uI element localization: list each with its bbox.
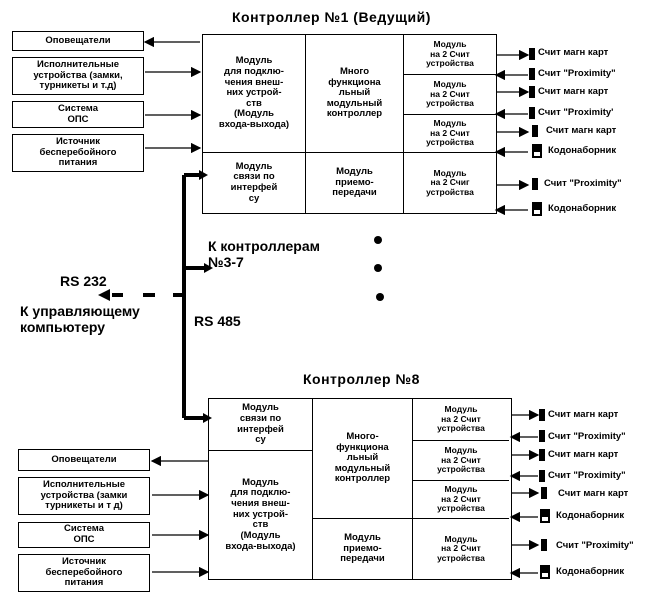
device-label: Счит магн карт <box>548 409 619 420</box>
controller8-reader-module: Модуль на 2 Счит устройства <box>413 481 509 519</box>
device-label: Счит магн карт <box>538 86 609 97</box>
controller1-reader-module: Модуль на 2 Счит устройства <box>404 115 496 153</box>
card-reader-icon <box>539 449 545 461</box>
controller8-iface-module: Модуль связи по интерфей су <box>209 399 313 451</box>
card-reader-icon <box>541 487 547 499</box>
proximity-reader-icon <box>539 430 545 442</box>
controller1-iface-module: Модуль связи по интерфей су <box>203 153 306 213</box>
keypad-icon <box>532 144 542 158</box>
controller1-reader-module: Модуль на 2 Счит устройства <box>404 75 496 115</box>
actuators-box: Исполнительные устройства (замки турнике… <box>18 477 150 515</box>
proximity-reader-icon <box>529 107 535 119</box>
device-label: Кодонаборник <box>548 203 617 214</box>
controller8-reader-module: Модуль на 2 Счит устройства <box>413 399 509 441</box>
controller1-io-module: Модуль для подклю- чения внеш- них устро… <box>203 35 306 153</box>
device-label: Счит "Proximity" <box>548 470 626 481</box>
device-label: Кодонаборник <box>556 510 625 521</box>
card-reader-icon <box>529 86 535 98</box>
actuators-box: Исполнительные устройства (замки, турник… <box>12 57 144 95</box>
keypad-icon <box>540 509 550 523</box>
proximity-reader-icon <box>541 539 547 551</box>
device-label: Счит магн карт <box>548 449 619 460</box>
notifiers-box: Оповещатели <box>12 31 144 51</box>
to-controllers-label: К контроллерам №3-7 <box>208 238 320 271</box>
device-label: Счит магн карт <box>538 47 609 58</box>
rs485-label: RS 485 <box>194 313 241 329</box>
proximity-reader-icon <box>539 470 545 482</box>
device-label: Счит магн карт <box>546 125 617 136</box>
controller1-trx-module: Модуль приемо- передачи <box>306 153 404 213</box>
device-label: Счит магн карт <box>558 488 629 499</box>
device-label: Счит "Proximity" <box>544 178 622 189</box>
card-reader-icon <box>529 48 535 60</box>
keypad-icon <box>532 202 542 216</box>
controller8-reader-module: Модуль на 2 Счит устройства <box>413 441 509 481</box>
card-reader-icon <box>532 125 538 137</box>
device-label: Счит "Proximity" <box>538 68 616 79</box>
rs232-label: RS 232 <box>60 273 107 289</box>
controller8-multi-module: Много- функциона льный модульный контрол… <box>313 399 413 519</box>
controller8-title: Контроллер №8 <box>303 371 420 387</box>
proximity-reader-icon <box>532 178 538 190</box>
controller1-reader-module: Модуль на 2 Счит устройства <box>404 35 496 75</box>
controller1-reader-module: Модуль на 2 Счиг устройства <box>426 167 474 197</box>
proximity-reader-icon <box>529 68 535 80</box>
device-label: Счит "Proximity" <box>548 431 626 442</box>
device-label: Счит "Proximity' <box>538 107 614 118</box>
controller8-trx-module: Модуль приемо- передачи <box>313 519 413 579</box>
controller1-title: Контроллер №1 (Ведущий) <box>232 9 431 25</box>
controller8-io-module: Модуль для подклю- чения внеш- них устро… <box>209 451 313 579</box>
card-reader-icon <box>539 409 545 421</box>
security-system-box: Система ОПС <box>18 522 150 548</box>
device-label: Кодонаборник <box>556 566 625 577</box>
controller8-block: Модуль связи по интерфей су Много- функц… <box>208 398 512 580</box>
notifiers-box: Оповещатели <box>18 449 150 471</box>
ups-box: Источник бесперебойного питания <box>12 134 144 172</box>
controller8-reader-module: Модуль на 2 Счит устройства <box>437 533 485 563</box>
to-computer-label: К управляющему компьютеру <box>20 303 140 336</box>
controller1-block: Модуль для подклю- чения внеш- них устро… <box>202 34 497 214</box>
ups-box: Источник бесперебойного питания <box>18 554 150 592</box>
security-system-box: Система ОПС <box>12 101 144 128</box>
keypad-icon <box>540 565 550 579</box>
controller1-multi-module: Много функциона льный модульный контролл… <box>306 35 404 153</box>
device-label: Счит "Proximity" <box>556 540 634 551</box>
device-label: Кодонаборник <box>548 145 617 156</box>
